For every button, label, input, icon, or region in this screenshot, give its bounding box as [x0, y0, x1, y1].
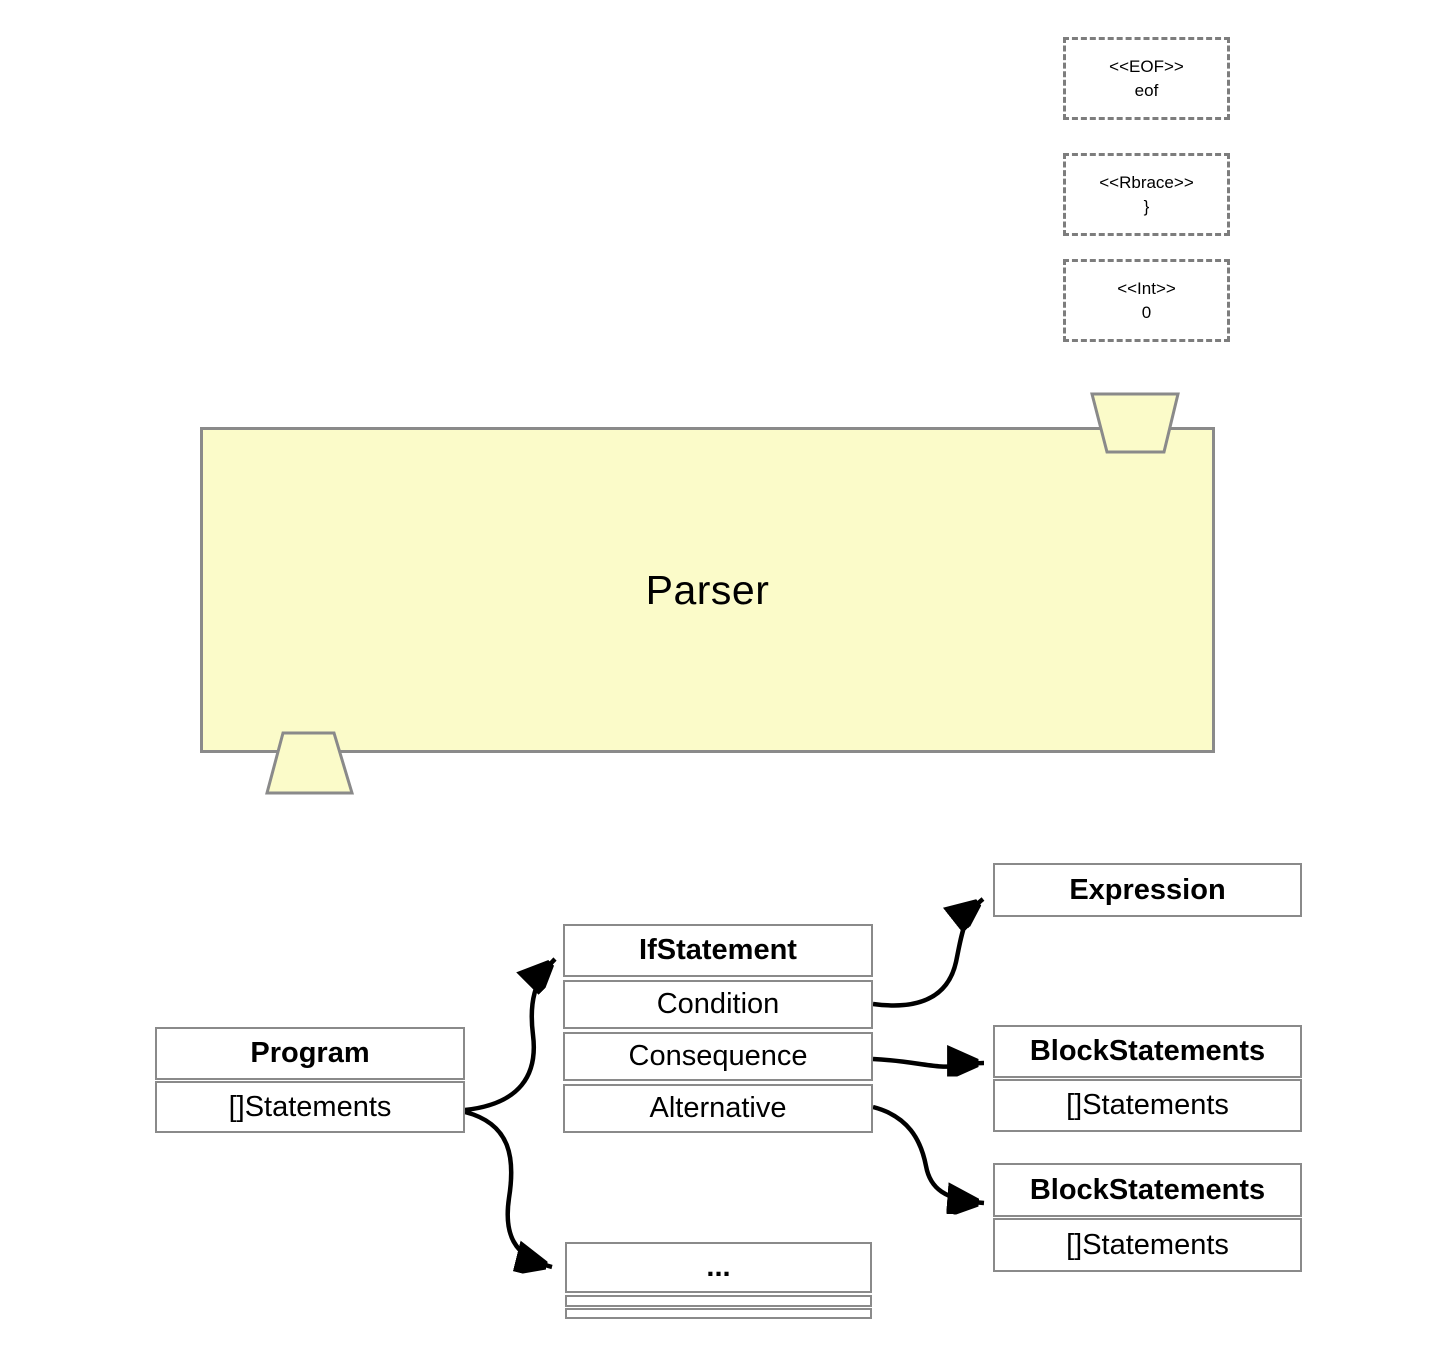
node-ifstatement-field-condition: Condition: [563, 980, 873, 1029]
token-box-rbrace: <<Rbrace>> }: [1063, 153, 1230, 236]
node-blockstatements-top-title: BlockStatements: [993, 1025, 1302, 1078]
token-type: <<Rbrace>>: [1099, 173, 1194, 192]
node-ifstatement-title: IfStatement: [563, 924, 873, 977]
token-type: <<Int>>: [1117, 279, 1176, 298]
arrow-program-to-more: [464, 1109, 553, 1267]
parser-label: Parser: [645, 566, 770, 613]
node-ifstatement-field-alternative: Alternative: [563, 1084, 873, 1133]
token-box-int: <<Int>> 0: [1063, 259, 1230, 342]
arrow-program-to-ifstatement: [464, 959, 555, 1113]
arrow-consequence-to-blockstatements: [872, 1059, 985, 1067]
node-blockstatements-bottom-field: []Statements: [993, 1218, 1302, 1272]
token-literal: 0: [1141, 303, 1152, 322]
parser-box: Parser: [200, 427, 1215, 753]
token-literal: }: [1143, 197, 1150, 216]
node-ifstatement-field-consequence: Consequence: [563, 1032, 873, 1081]
node-more-title: ...: [565, 1242, 872, 1293]
token-literal: eof: [1134, 81, 1159, 100]
node-blockstatements-bottom-title: BlockStatements: [993, 1163, 1302, 1217]
node-more-empty-row: [565, 1295, 872, 1307]
arrow-condition-to-expression: [872, 899, 983, 1008]
node-program-field-statements: []Statements: [155, 1081, 465, 1133]
arrow-alternative-to-blockstatements: [872, 1104, 985, 1203]
token-box-eof: <<EOF>> eof: [1063, 37, 1230, 120]
node-more-empty-row: [565, 1308, 872, 1319]
token-type: <<EOF>>: [1109, 57, 1184, 76]
node-program-title: Program: [155, 1027, 465, 1080]
node-expression-title: Expression: [993, 863, 1302, 917]
node-blockstatements-top-field: []Statements: [993, 1079, 1302, 1132]
